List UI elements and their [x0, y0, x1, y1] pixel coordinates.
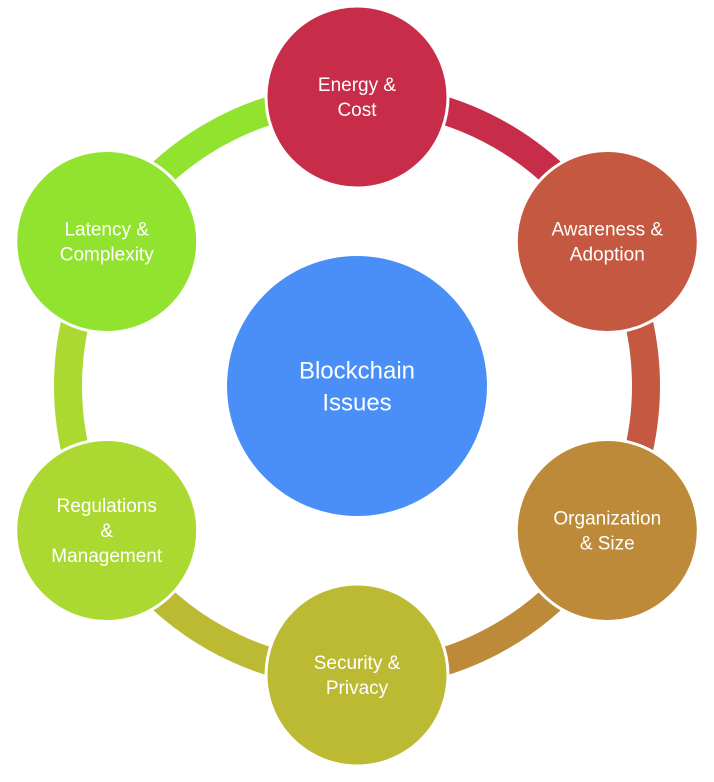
node-regulations-management: Regulations & Management [14, 438, 200, 623]
node-energy-cost: Energy & Cost [264, 4, 450, 190]
node-security-privacy: Security & Privacy [264, 582, 450, 768]
node-awareness-adoption: Awareness & Adoption [514, 149, 700, 334]
node-label-organization-size: Organization & Size [553, 509, 661, 555]
node-label-latency-complexity: Latency & Complexity [60, 220, 154, 266]
label-line: Management [51, 546, 163, 567]
label-line: Organization [553, 509, 661, 530]
node-circle-security-privacy [264, 582, 450, 768]
node-latency-complexity: Latency & Complexity [14, 149, 200, 334]
node-circle-regulations-management [14, 438, 200, 623]
node-organization-size: Organization & Size [514, 438, 700, 623]
node-label-awareness-adoption: Awareness & Adoption [551, 220, 663, 266]
label-line: Energy & [318, 75, 396, 96]
label-line: Blockchain [299, 357, 415, 384]
label-line: Issues [322, 389, 391, 416]
node-circle-awareness-adoption [514, 149, 700, 334]
label-line: Awareness & [551, 220, 663, 241]
node-label-energy-cost: Energy & Cost [318, 75, 396, 121]
label-line: & Size [580, 534, 635, 555]
node-label-regulations-management: Regulations & Management [51, 496, 163, 567]
label-line: Security & [314, 653, 401, 674]
label-line: & [100, 521, 113, 542]
node-circle-latency-complexity [14, 149, 200, 334]
center-circle [227, 256, 487, 516]
label-line: Regulations [57, 496, 157, 517]
node-circle-energy-cost [264, 4, 450, 190]
label-line: Cost [337, 100, 377, 121]
label-line: Privacy [326, 678, 389, 699]
label-line: Latency & [64, 220, 149, 241]
label-line: Complexity [60, 245, 154, 266]
label-line: Adoption [570, 245, 645, 266]
node-circle-organization-size [514, 438, 700, 623]
node-label-security-privacy: Security & Privacy [314, 653, 401, 699]
